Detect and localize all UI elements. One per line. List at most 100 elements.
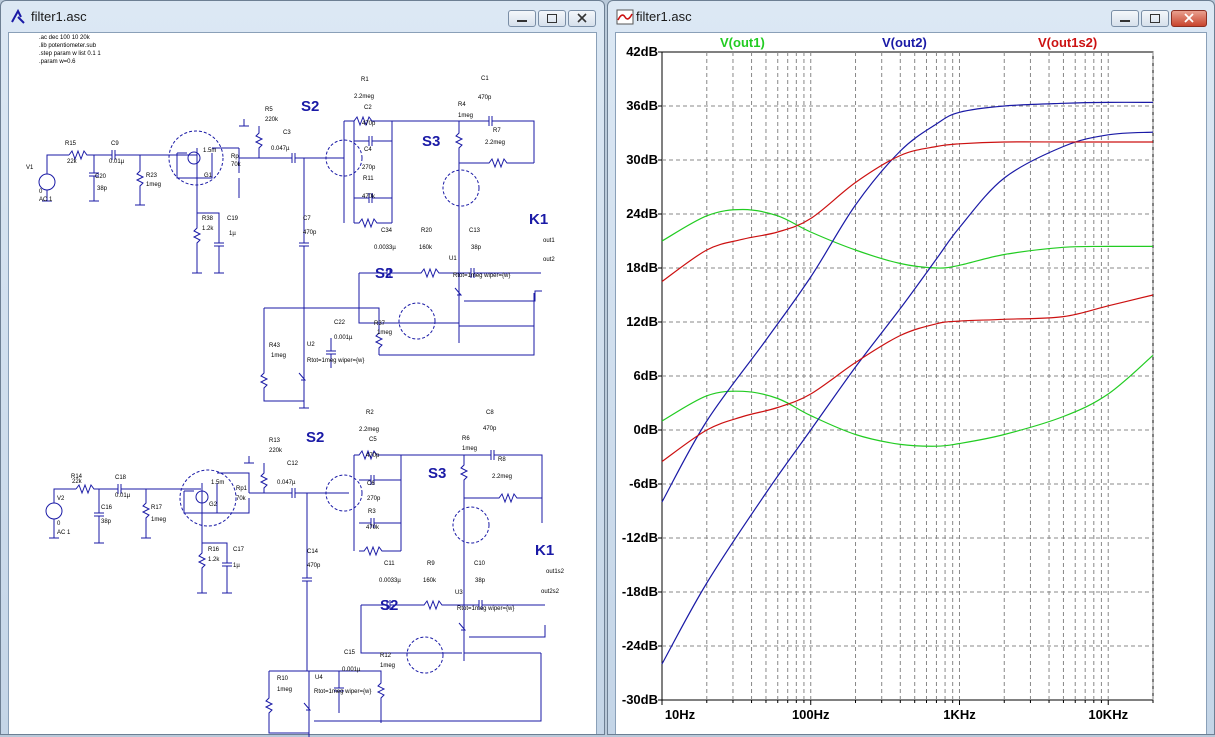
component-label[interactable]: R12 — [380, 653, 392, 659]
component-label[interactable]: 0 — [57, 521, 61, 527]
component-label[interactable]: C4 — [364, 147, 372, 153]
component-label[interactable]: R8 — [498, 457, 506, 463]
component-label[interactable]: 1.2k — [202, 226, 214, 232]
component-label[interactable]: Rtot=1meg wiper={w} — [457, 606, 515, 612]
component-label[interactable]: AC 1 — [57, 530, 71, 536]
component-label[interactable]: Rtot=1meg wiper={w} — [314, 689, 372, 695]
component-label[interactable]: C18 — [115, 475, 127, 481]
component-label[interactable]: C15 — [344, 650, 356, 656]
component-label[interactable]: 270p — [362, 165, 376, 171]
annotation-k1[interactable]: K1 — [529, 211, 549, 228]
annotation-s3[interactable]: S3 — [428, 465, 447, 482]
component-label[interactable]: U4 — [315, 675, 323, 681]
component-label[interactable]: C7 — [303, 216, 311, 222]
component-label[interactable]: 1meg — [377, 330, 393, 336]
component-label[interactable]: C17 — [233, 547, 245, 553]
component-label[interactable]: C16 — [101, 505, 113, 511]
component-label[interactable]: 160k — [419, 245, 433, 251]
component-label[interactable]: U2 — [307, 342, 315, 348]
component-label[interactable]: 2.2meg — [359, 427, 380, 433]
component-label[interactable]: 2.2meg — [354, 94, 375, 100]
annotation-s3[interactable]: S3 — [422, 133, 441, 150]
series-line[interactable] — [661, 354, 1154, 447]
component-label[interactable]: R38 — [202, 216, 214, 222]
component-label[interactable]: 0 — [39, 189, 43, 195]
component-label[interactable]: V2 — [57, 496, 65, 502]
component-label[interactable]: 22k — [67, 159, 77, 165]
component-label[interactable]: R23 — [146, 173, 158, 179]
spice-directive[interactable]: .param w=0.6 — [39, 59, 76, 65]
restore-button[interactable] — [538, 10, 566, 27]
component-label[interactable]: 470k — [362, 194, 376, 200]
annotation-s2[interactable]: S2 — [301, 98, 320, 115]
component-label[interactable]: R9 — [427, 561, 435, 567]
series-line[interactable] — [661, 131, 1154, 665]
component-label[interactable]: 1meg — [271, 353, 287, 359]
component-label[interactable]: 0.0033µ — [379, 578, 401, 584]
legend-out2[interactable]: V(out2) — [882, 35, 927, 50]
component-label[interactable]: R17 — [151, 505, 163, 511]
component-label[interactable]: R20 — [421, 228, 433, 234]
component-label[interactable]: R4 — [458, 102, 466, 108]
component-label[interactable]: C11 — [384, 561, 395, 567]
component-label[interactable]: 1meg — [146, 182, 162, 188]
component-label[interactable]: Rtot=1meg wiper={w} — [453, 273, 511, 279]
component-label[interactable]: C3 — [283, 130, 291, 136]
component-label[interactable]: 38p — [97, 186, 108, 192]
component-label[interactable]: 1meg — [277, 687, 293, 693]
component-label[interactable]: 470p — [362, 121, 376, 127]
close-button[interactable] — [568, 10, 596, 27]
component-label[interactable]: C9 — [111, 141, 119, 147]
close-button[interactable] — [1171, 10, 1207, 27]
component-label[interactable]: 1meg — [151, 517, 167, 523]
annotation-s2[interactable]: S2 — [380, 597, 399, 614]
component-label[interactable]: R6 — [462, 436, 470, 442]
series-line[interactable] — [661, 294, 1154, 462]
series-line[interactable] — [661, 208, 1154, 269]
component-label[interactable]: 470p — [303, 230, 317, 236]
component-label[interactable]: 1meg — [458, 113, 474, 119]
component-label[interactable]: C20 — [95, 174, 107, 180]
component-label[interactable]: 22k — [72, 479, 82, 485]
component-label[interactable]: C13 — [469, 228, 481, 234]
component-label[interactable]: C1 — [481, 76, 489, 82]
component-label[interactable]: C22 — [334, 320, 346, 326]
component-label[interactable]: 2.2meg — [492, 474, 513, 480]
net-label[interactable]: out1 — [543, 238, 555, 244]
component-label[interactable]: 220k — [265, 117, 279, 123]
component-label[interactable]: 0.001µ — [342, 667, 361, 673]
component-label[interactable]: C6 — [367, 481, 375, 487]
component-label[interactable]: 220k — [269, 448, 283, 454]
component-label[interactable]: 470p — [366, 453, 380, 459]
component-label[interactable]: C12 — [287, 461, 299, 467]
annotation-s2[interactable]: S2 — [306, 429, 325, 446]
component-label[interactable]: V1 — [26, 165, 34, 171]
schematic-titlebar[interactable]: filter1.asc — [1, 1, 604, 32]
component-label[interactable]: C5 — [369, 437, 377, 443]
component-label[interactable]: 470p — [483, 426, 497, 432]
component-label[interactable]: R11 — [363, 176, 374, 182]
component-label[interactable]: 1.2k — [208, 557, 220, 563]
component-label[interactable]: 160k — [423, 578, 437, 584]
component-label[interactable]: R14 — [71, 474, 83, 480]
component-label[interactable]: R2 — [366, 410, 374, 416]
waveform-titlebar[interactable]: filter1.asc — [608, 1, 1214, 32]
spice-directive[interactable]: .ac dec 100 10 20k — [39, 35, 90, 41]
component-label[interactable]: 70k — [236, 496, 246, 502]
spice-directive[interactable]: .step param w list 0.1 1 — [39, 51, 101, 57]
minimize-button[interactable] — [508, 10, 536, 27]
component-label[interactable]: U3 — [455, 590, 463, 596]
component-label[interactable]: 0.047µ — [277, 480, 296, 486]
component-label[interactable]: C34 — [381, 228, 393, 234]
component-label[interactable]: 0.01µ — [109, 159, 125, 165]
component-label[interactable]: R5 — [265, 107, 273, 113]
restore-button[interactable] — [1141, 10, 1169, 27]
component-label[interactable]: 470p — [478, 95, 492, 101]
net-label[interactable]: out2 — [543, 257, 555, 263]
component-label[interactable]: R37 — [374, 321, 386, 327]
component-label[interactable]: Rp — [231, 154, 239, 160]
schematic-canvas[interactable]: .ac dec 100 10 20k .lib potentiometer.su… — [8, 32, 597, 737]
annotation-s2[interactable]: S2 — [375, 265, 394, 282]
component-label[interactable]: 70k — [231, 162, 241, 168]
